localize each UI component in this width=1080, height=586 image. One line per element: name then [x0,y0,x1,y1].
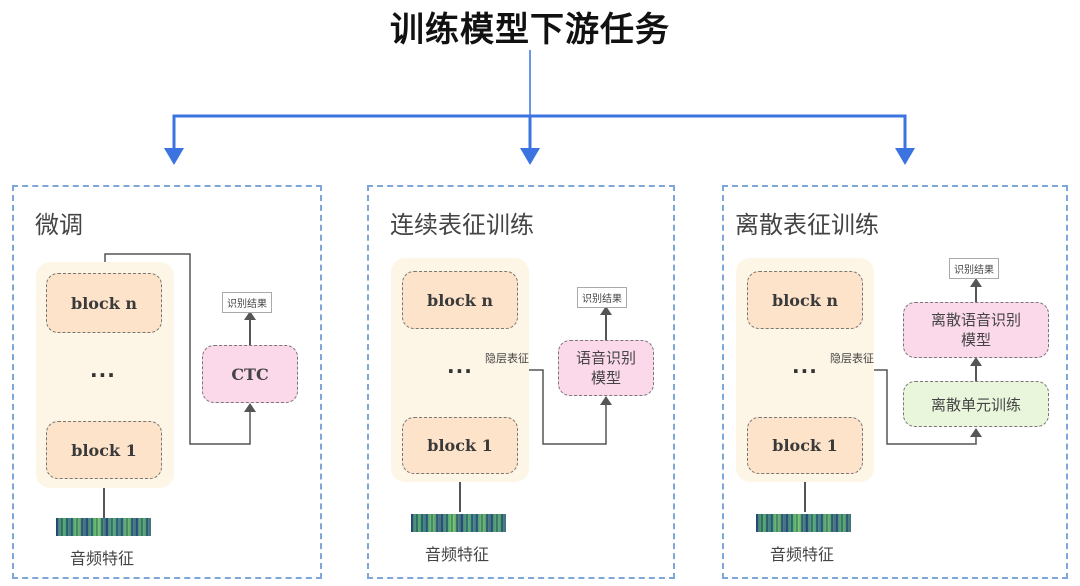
asr-model-line1: 语音识别 [575,349,636,367]
arrow-up-icon [970,357,982,366]
block-n: block n [747,271,863,329]
spectrogram-image [756,514,851,532]
panel-title: 离散表征训练 [735,211,879,239]
ctc-model: CTC [202,345,298,403]
arrow-up-icon [600,396,612,405]
hidden-rep-label: 隐层表征 [485,352,529,365]
branch-line [172,114,907,150]
unit-model-label: 离散单元训练 [930,395,1021,414]
result-box: 识别结果 [222,292,272,313]
asr-model: 语音识别 模型 [558,340,654,396]
arrow-down-icon [895,148,915,165]
arrow-down-icon [520,148,540,165]
hidden-rep-label: 隐层表征 [830,352,874,365]
input-label: 音频特征 [770,545,835,564]
arrow-up-icon [244,311,256,320]
arrow-up-icon [600,306,612,315]
ellipsis: ··· [90,363,116,387]
arrow-up-icon [244,403,256,412]
result-box: 识别结果 [949,258,999,279]
block-1: block 1 [747,417,863,474]
block-1: block 1 [46,421,162,479]
discrete-asr-line1: 离散语音识别 [930,311,1021,329]
skip-connection-line [104,253,251,445]
arrow-up-icon [970,278,982,287]
asr-model-line2: 模型 [590,369,621,387]
arrow-down-icon [164,148,184,165]
result-box: 识别结果 [577,287,627,308]
panel-title: 连续表征训练 [390,211,534,239]
block-n: block n [46,273,162,333]
discrete-unit-training: 离散单元训练 [903,381,1049,427]
ctc-label: CTC [231,364,269,384]
panel-continuous [367,185,675,579]
ellipsis: ··· [792,359,818,383]
panel-title: 微调 [35,211,83,239]
panel-finetune [12,185,322,579]
arrow-up-icon [970,428,982,437]
discrete-asr-line2: 模型 [960,331,991,349]
panel-discrete [722,185,1068,579]
block-n: block n [402,271,518,329]
input-label: 音频特征 [70,549,135,568]
spectrogram-image [56,518,151,536]
discrete-asr-model: 离散语音识别 模型 [903,302,1049,358]
spectrogram-image [411,514,506,532]
block-1: block 1 [402,417,518,474]
diagram-title: 训练模型下游任务 [390,10,670,50]
ellipsis: ··· [447,359,473,383]
input-label: 音频特征 [425,545,490,564]
